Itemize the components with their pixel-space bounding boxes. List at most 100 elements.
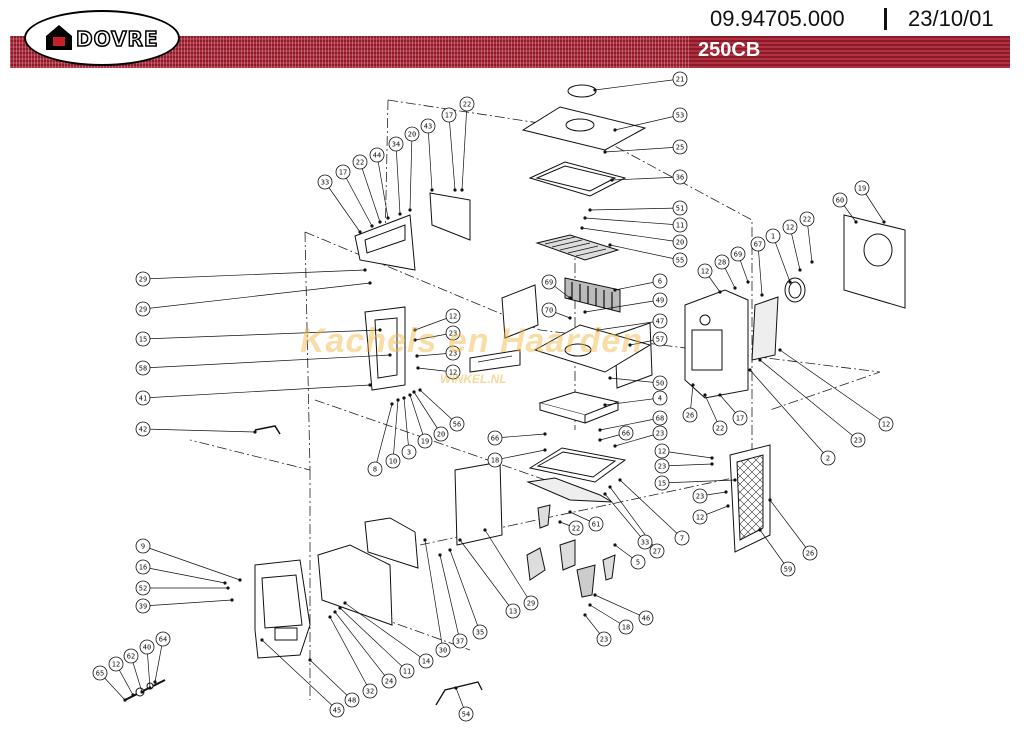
callout-label: 13 [509, 608, 517, 616]
rear-wall [684, 289, 779, 399]
callout-label: 17 [339, 169, 347, 177]
callout-label: 12 [696, 514, 704, 522]
callout-label: 23 [449, 330, 457, 338]
callout-leader-line [359, 161, 381, 223]
callout-bubble [692, 488, 708, 504]
document-date: 23/10/01 [908, 6, 994, 31]
callout-leader-line [769, 499, 811, 554]
callout-leader-line [329, 616, 371, 692]
callout-17: 17 [335, 164, 374, 228]
callout-18: 18 [588, 603, 634, 635]
guide-line [384, 99, 389, 246]
callout-label: 17 [736, 415, 744, 423]
callout-34: 34 [388, 136, 404, 216]
callout-anchor-dot [588, 603, 592, 607]
callout-label: 64 [159, 636, 167, 644]
callout-55: 55 [608, 243, 688, 268]
callout-label: 29 [139, 306, 147, 314]
callout-label: 26 [686, 412, 694, 420]
callout-anchor-dot [580, 226, 584, 230]
callout-bubble [682, 407, 698, 423]
guide-line [314, 399, 561, 486]
callout-anchor-dot [413, 338, 417, 342]
callout-label: 32 [366, 688, 374, 696]
callout-label: 33 [321, 179, 329, 187]
callout-anchor-dot [543, 432, 547, 436]
callout-label: 50 [656, 380, 664, 388]
callout-leader-line [142, 269, 366, 280]
callout-label: 69 [734, 251, 742, 259]
callout-bubble [135, 598, 151, 614]
callout-39: 39 [135, 598, 234, 614]
callout-bubble [652, 410, 668, 426]
callout-24: 24 [333, 610, 397, 689]
callout-bubble [596, 631, 612, 647]
callout-anchor-dot [760, 293, 764, 297]
callout-9: 9 [135, 538, 242, 582]
callout-44: 44 [369, 147, 390, 220]
callout-label: 66 [491, 435, 499, 443]
callout-leader-line [589, 207, 681, 211]
callout-label: 55 [676, 257, 684, 265]
callout-30: 30 [423, 538, 451, 658]
callout-bubble [630, 554, 646, 570]
callout-anchor-dot [260, 638, 264, 642]
callout-label: 20 [408, 131, 416, 139]
callout-12: 12 [782, 219, 802, 272]
callout-22: 22 [799, 211, 815, 264]
callout-bubble [445, 345, 461, 361]
callout-anchor-dot [568, 316, 572, 320]
callout-leader-line [459, 539, 514, 612]
callout-bubble [802, 545, 818, 561]
callout-33: 33 [603, 492, 653, 550]
callout-anchor-dot [613, 444, 617, 448]
callout-label: 41 [139, 395, 147, 403]
callout-bubble [541, 302, 557, 318]
callout-label: 7 [680, 535, 684, 543]
callout-20: 20 [580, 226, 688, 250]
callout-label: 12 [449, 369, 457, 377]
callout-leader-line [619, 479, 683, 539]
callout-bubble [435, 642, 451, 658]
callout-leader-line [584, 299, 661, 313]
callout-anchor-dot [710, 462, 714, 466]
callout-anchor-dot [733, 478, 737, 482]
callout-bubble [135, 559, 151, 575]
callout-bubble [487, 430, 503, 446]
callout-bubble [123, 648, 139, 664]
callout-label: 14 [422, 658, 430, 666]
callout-label: 65 [96, 670, 104, 678]
callout-35: 35 [448, 548, 488, 640]
callout-label: 52 [139, 585, 147, 593]
callout-leader-line [142, 282, 371, 310]
callout-2: 2 [748, 368, 836, 466]
callout-bubble [832, 192, 848, 208]
baffle-plate [535, 234, 620, 261]
callout-12: 12 [108, 656, 135, 697]
callout-58: 58 [135, 353, 392, 376]
callout-bubble [692, 509, 708, 525]
callout-label: 44 [373, 152, 381, 160]
callout-label: 20 [676, 239, 684, 247]
legs [526, 504, 616, 598]
callout-bubble [712, 420, 728, 436]
callout-bubble [139, 639, 155, 655]
callout-label: 15 [139, 336, 147, 344]
callout-21: 21 [593, 71, 688, 92]
callout-label: 25 [676, 144, 684, 152]
callout-bubble [672, 234, 688, 250]
callout-label: 57 [656, 336, 664, 344]
callout-bubble [399, 663, 415, 679]
callout-bubble [135, 580, 151, 596]
callout-leader-line [484, 529, 532, 604]
bottom-plate [533, 324, 652, 373]
callout-bubble [108, 656, 124, 672]
callout-29: 29 [483, 528, 539, 611]
callout-label: 1 [771, 233, 775, 241]
callout-label: 23 [658, 463, 666, 471]
callout-12: 12 [413, 308, 461, 332]
callout-bubble [523, 595, 539, 611]
callout-leader-line [449, 549, 481, 633]
callout-anchor-dot [596, 328, 600, 332]
callout-54: 54 [454, 686, 474, 722]
